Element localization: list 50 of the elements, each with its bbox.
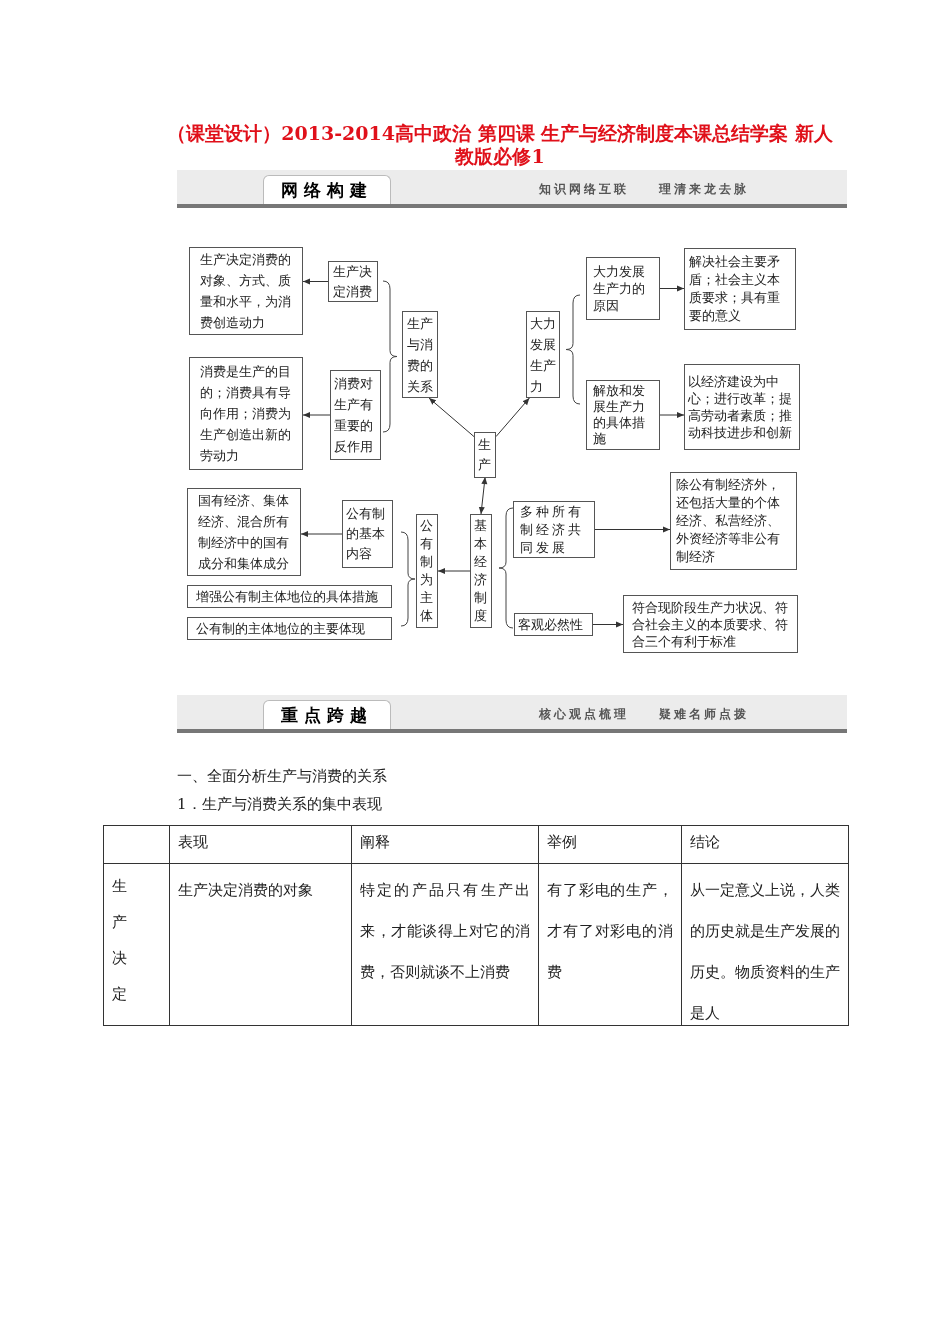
- arrow: [302, 278, 329, 285]
- concept-box: 以经济建设为中心；进行改革；提高劳动者素质；推动科技进步和创新: [684, 364, 800, 450]
- table-header-cell: 举例: [539, 826, 682, 864]
- arrow: [302, 412, 331, 418]
- concept-box: 消费是生产的目的；消费具有导向作用；消费为生产创造出新的劳动力: [189, 357, 303, 470]
- concept-box: 生产决定消费的对象、方式、质量和水平，为消费创造动力: [189, 247, 303, 335]
- table-header-cell: 结论: [682, 826, 849, 864]
- concept-box: 增强公有制主体地位的具体措施: [187, 585, 392, 608]
- concept-box: 除公有制经济外，还包括大量的个体经济、私营经济、外资经济等非公有制经济: [670, 472, 797, 570]
- concept-box: 客观必然性: [514, 613, 593, 636]
- arrow: [594, 526, 671, 533]
- section-tab: 网络构建: [263, 175, 391, 204]
- concept-box: 大力发展生产力: [526, 311, 560, 398]
- table-cell: 有了彩电的生产，才有了对彩电的消费: [539, 864, 682, 1026]
- concept-box: 公有制的主体地位的主要体现: [187, 617, 392, 640]
- concept-box: 基本经济制度: [470, 514, 492, 628]
- concept-box: 公有制的基本内容: [342, 500, 393, 568]
- table-header-cell: 表现: [170, 826, 352, 864]
- concept-box: 生产与消费的关系: [402, 311, 438, 398]
- table-cell: 生产决定消费的对象: [170, 864, 352, 1026]
- concept-box: 大力发展生产力的原因: [586, 257, 660, 320]
- concept-box: 生产: [474, 432, 496, 478]
- banner-subtitle: 理清来龙去脉: [659, 181, 749, 198]
- banner-subtitle: 疑难名师点拨: [659, 706, 749, 723]
- arrow: [428, 397, 475, 438]
- concept-box: 符合现阶段生产力状况、符合社会主义的本质要求、符合三个有利于标准: [623, 595, 798, 653]
- concept-box: 公有制为主体: [416, 514, 438, 628]
- arrow: [478, 477, 488, 515]
- table-header-cell: 阐释: [352, 826, 539, 864]
- arrow: [495, 397, 530, 438]
- concept-box: 国有经济、集体经济、混合所有制经济中的国有成分和集体成分: [187, 488, 301, 576]
- banner-subtitle: 知识网络互联: [539, 181, 629, 198]
- table-cell: 从一定意义上说，人类的历史就是生产发展的历史。物质资料的生产是人: [682, 864, 849, 1026]
- concept-box: 解决社会主要矛盾；社会主义本质要求；具有重要的意义: [684, 248, 796, 330]
- arrow: [659, 285, 685, 292]
- text-line: 1．生产与消费关系的集中表现: [177, 795, 382, 814]
- concept-box: 多种所有制经济共同发展: [513, 501, 595, 558]
- concept-box: 生产决定消费: [328, 261, 378, 302]
- arrow: [300, 531, 343, 537]
- arrow: [592, 621, 624, 628]
- text-line: 一、全面分析生产与消费的关系: [177, 767, 387, 786]
- section-tab: 重点跨越: [263, 700, 391, 729]
- table-cell: 生产决定: [104, 864, 170, 1026]
- table-cell: 特定的产品只有生产出来，才能谈得上对它的消费，否则就谈不上消费: [352, 864, 539, 1026]
- page-title: （课堂设计）2013-2014高中政治 第四课 生产与经济制度本课总结学案 新人教版必修1: [166, 122, 834, 168]
- arrow: [659, 412, 685, 418]
- arrow: [437, 568, 471, 574]
- concept-box: 消费对生产有重要的反作用: [330, 370, 381, 460]
- concept-box: 解放和发展生产力的具体措施: [586, 380, 660, 450]
- banner-subtitle: 核心观点梳理: [539, 706, 629, 723]
